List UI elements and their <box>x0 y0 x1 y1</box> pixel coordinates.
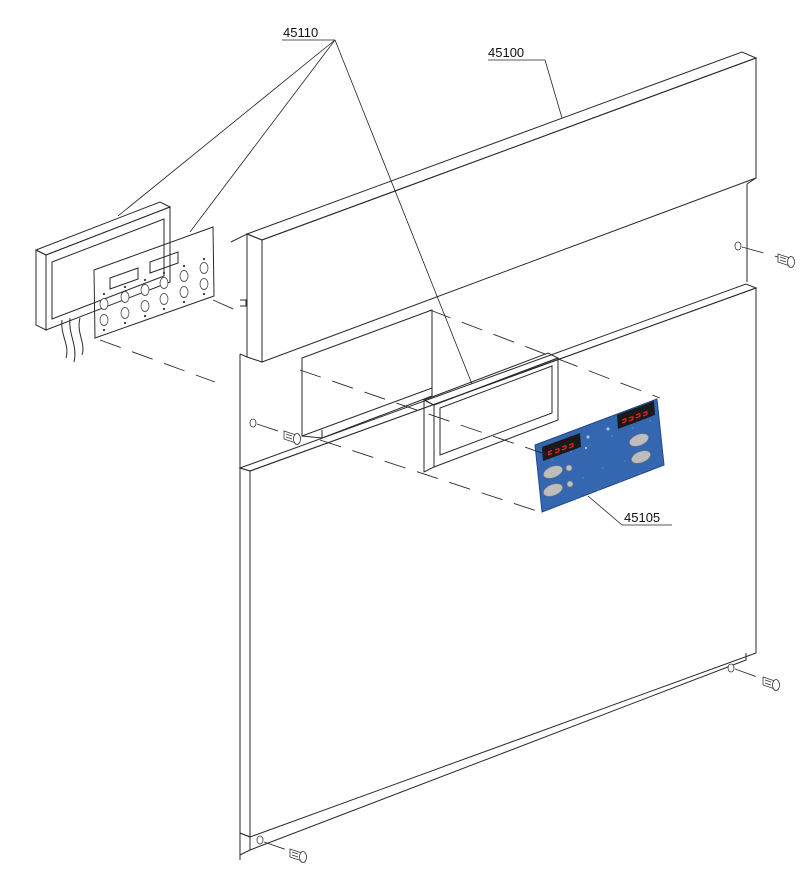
display-cutout <box>301 309 433 439</box>
overlay-button-icons <box>543 433 651 497</box>
leader-lines <box>117 39 672 526</box>
board-right-window <box>149 251 179 274</box>
upper-panel <box>230 51 758 860</box>
control-overlay <box>534 398 665 513</box>
screw-left <box>249 418 301 445</box>
control-board <box>93 226 215 339</box>
screw-right-upper <box>734 241 795 268</box>
lower-panel <box>238 283 758 856</box>
label-45110: 45110 <box>283 25 318 40</box>
overlay-left-digits <box>547 442 574 456</box>
label-45105: 45105 <box>624 510 660 525</box>
back-frame <box>34 201 172 363</box>
label-45100: 45100 <box>488 45 524 60</box>
screw-right-lower <box>727 663 780 691</box>
overlay-right-digits <box>621 410 648 424</box>
gasket-frame <box>422 352 560 473</box>
board-left-window <box>109 267 139 290</box>
screw-bottom <box>256 835 307 863</box>
assembly-lines <box>99 299 661 513</box>
